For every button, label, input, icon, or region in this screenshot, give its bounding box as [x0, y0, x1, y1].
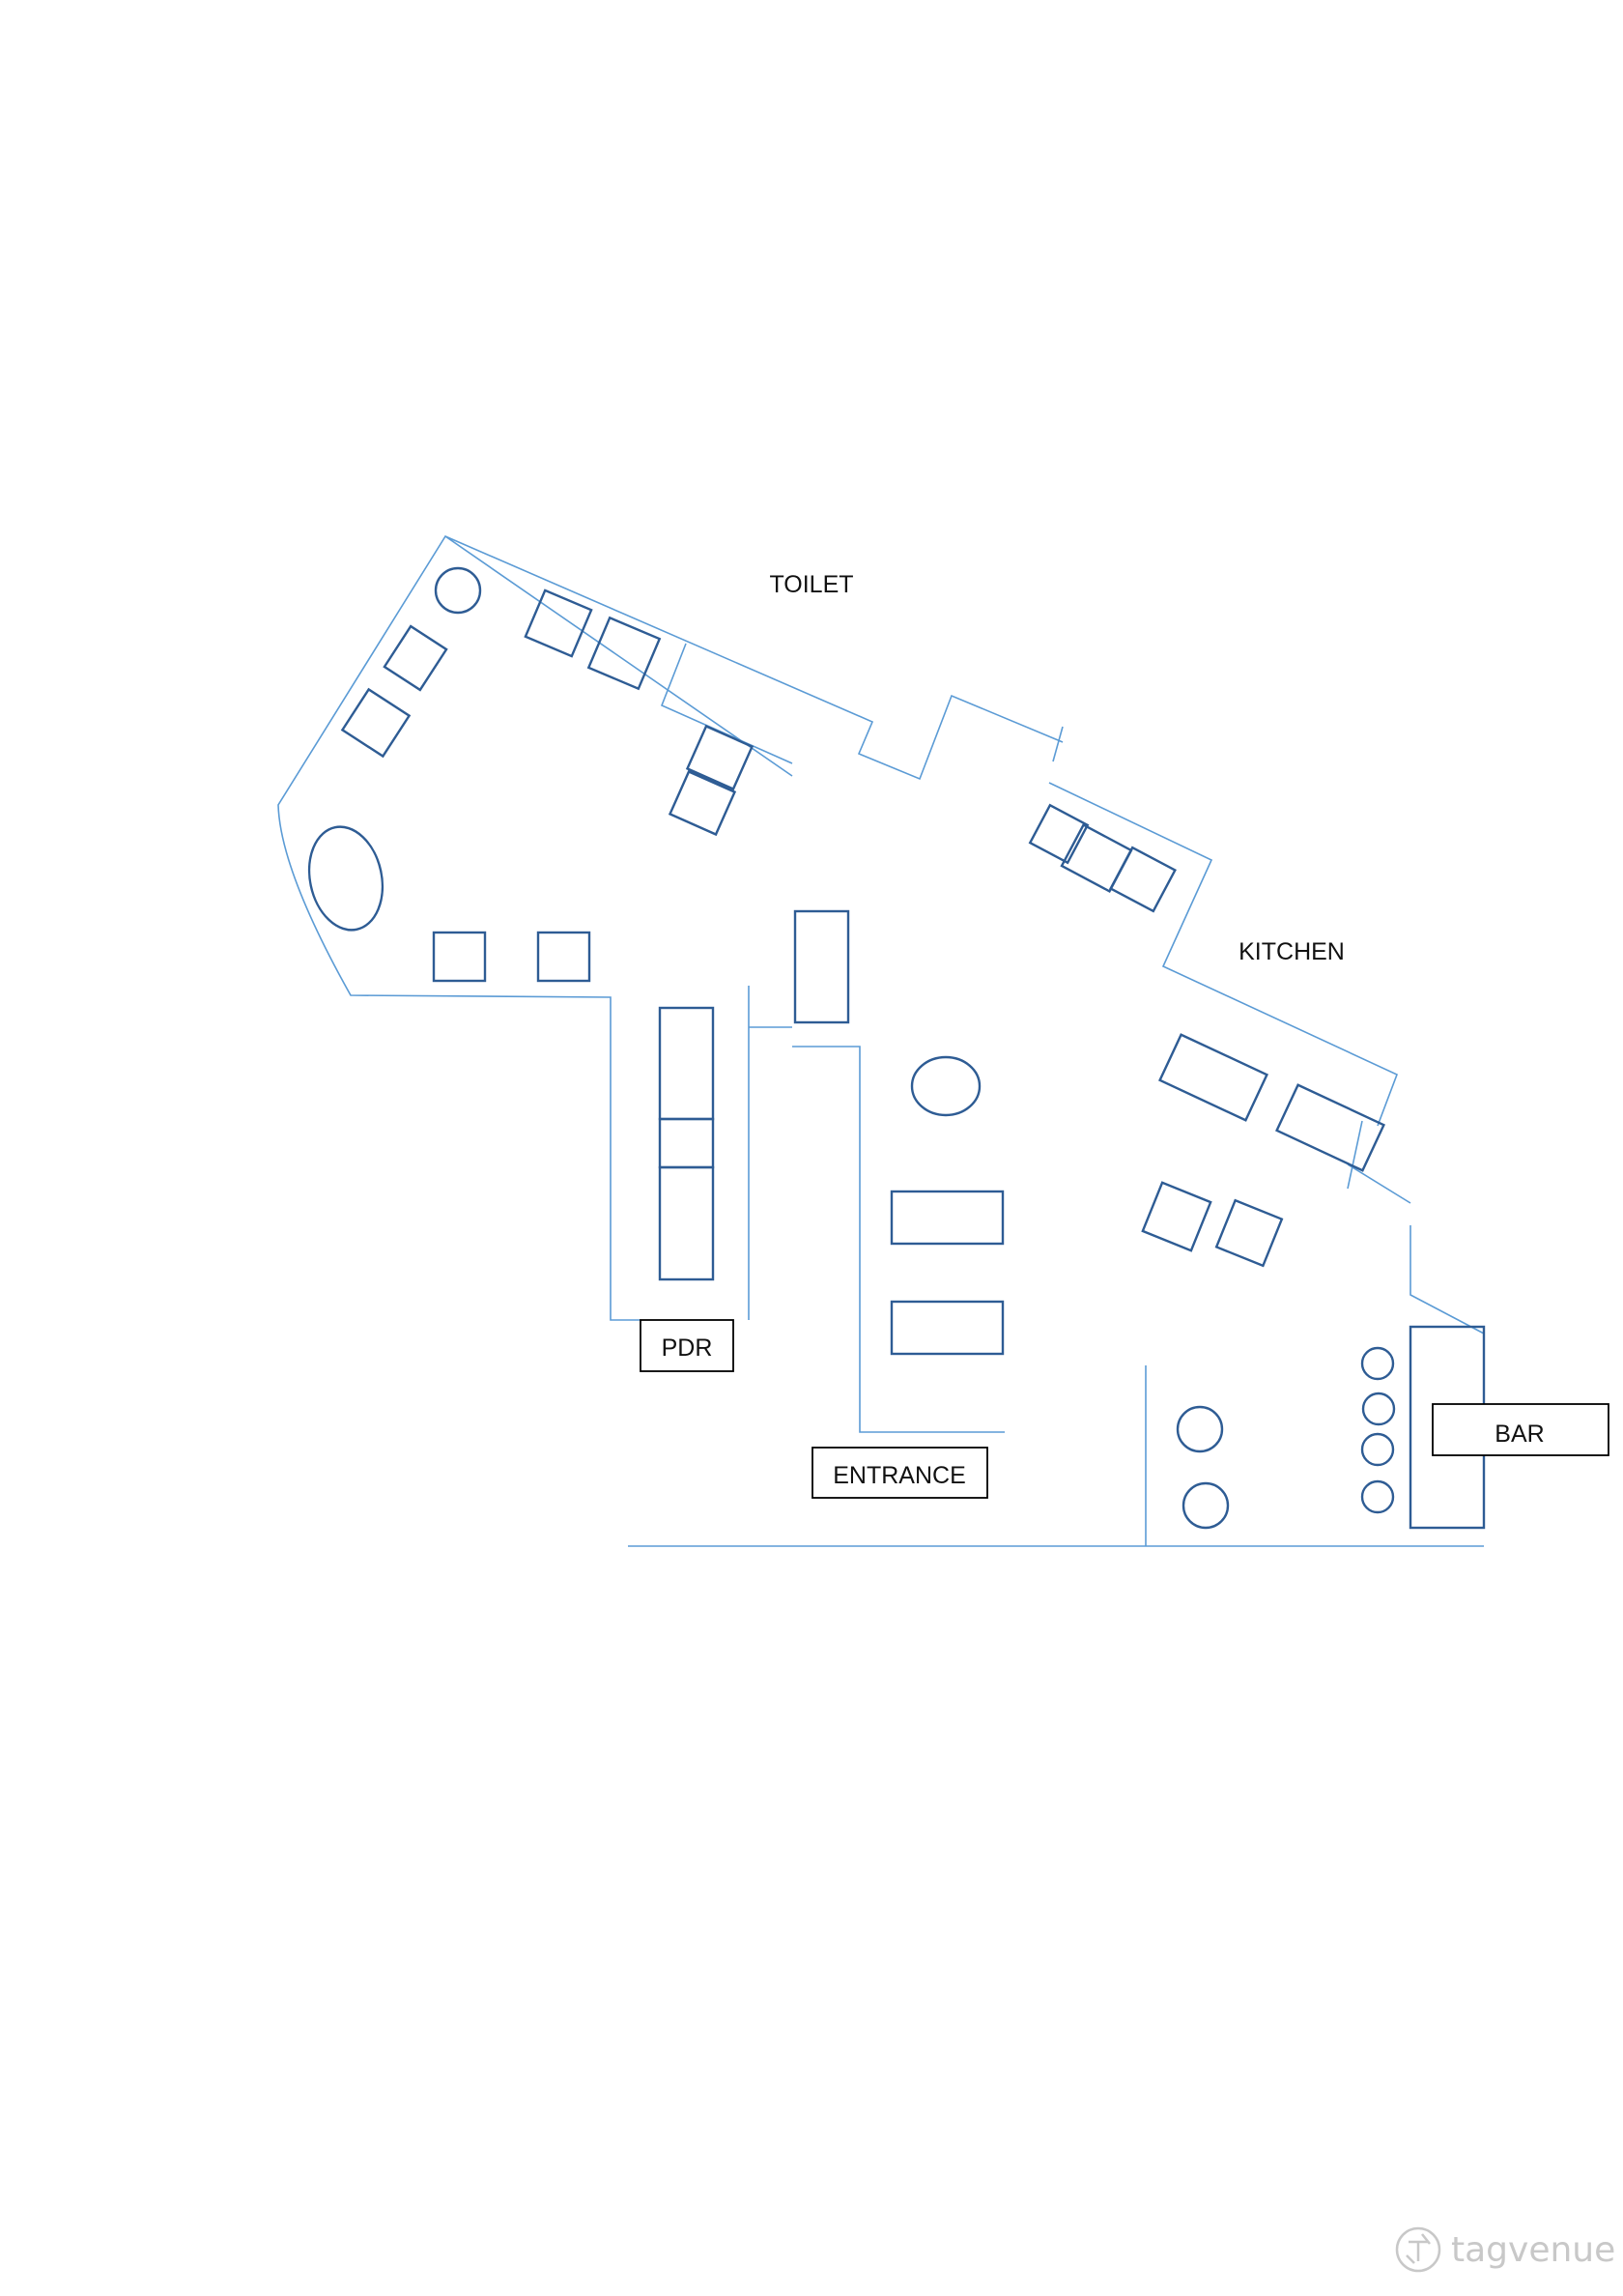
rect-table [890, 1190, 1005, 1246]
label-kitchen: KITCHEN [1239, 938, 1345, 965]
wall-kitchen [1048, 782, 1399, 1127]
rect-table [890, 1300, 1005, 1356]
round-table [434, 566, 482, 615]
door-tick-toilet [1052, 726, 1064, 762]
round-table [1176, 1405, 1224, 1453]
rect-table [1275, 1083, 1385, 1172]
square-table [668, 769, 737, 837]
bar-stool [1360, 1432, 1395, 1467]
square-table [586, 616, 662, 691]
square-table [685, 724, 755, 791]
label-entrance-box: ENTRANCE [812, 1447, 988, 1499]
square-table [383, 624, 448, 692]
bar-box [1432, 1403, 1609, 1456]
label-bar: BAR [1495, 1421, 1544, 1448]
oval-table [307, 825, 384, 932]
rect-table [793, 909, 850, 1024]
furniture [307, 566, 1486, 1530]
label-entrance: ENTRANCE [833, 1462, 966, 1489]
bar-stool [1360, 1479, 1395, 1514]
label-pdr-box: PDR [640, 1319, 734, 1372]
square-table [432, 931, 487, 983]
long-table-segment [658, 1006, 715, 1121]
square-table [1141, 1181, 1212, 1252]
square-table [1028, 803, 1090, 865]
wall-kitchen-end [1347, 1163, 1411, 1204]
label-bar-box: BAR [1432, 1403, 1609, 1456]
square-table [340, 687, 412, 759]
long-table-segment [658, 1165, 715, 1281]
entrance-box [812, 1447, 988, 1499]
pdr-box [640, 1319, 734, 1372]
wall-top-notch [444, 535, 1064, 781]
square-table [524, 588, 593, 658]
square-table [536, 931, 591, 983]
square-table [1060, 823, 1133, 893]
label-pdr: PDR [662, 1335, 713, 1362]
long-table-segment [658, 1117, 715, 1169]
watermark: tagvenue [1395, 2226, 1615, 2273]
bar-stool [1361, 1392, 1396, 1426]
square-table [1214, 1198, 1284, 1268]
label-toilet: TOILET [769, 571, 853, 598]
tagvenue-logo-icon [1395, 2226, 1441, 2273]
door-tick-kitchen [1347, 1120, 1363, 1190]
wall-outline-left [277, 534, 793, 1321]
square-table [1109, 846, 1177, 913]
round-table [1182, 1481, 1230, 1530]
wall-toilet-partition [660, 643, 793, 764]
watermark-brand: tagvenue [1451, 2230, 1615, 2270]
wall-right-bar [1409, 1225, 1485, 1335]
walls [277, 534, 1485, 1547]
bar-stool [1360, 1346, 1395, 1381]
rect-table [1158, 1033, 1268, 1122]
wall-entrance-corridor [792, 1046, 1005, 1433]
oval-table [910, 1055, 982, 1117]
